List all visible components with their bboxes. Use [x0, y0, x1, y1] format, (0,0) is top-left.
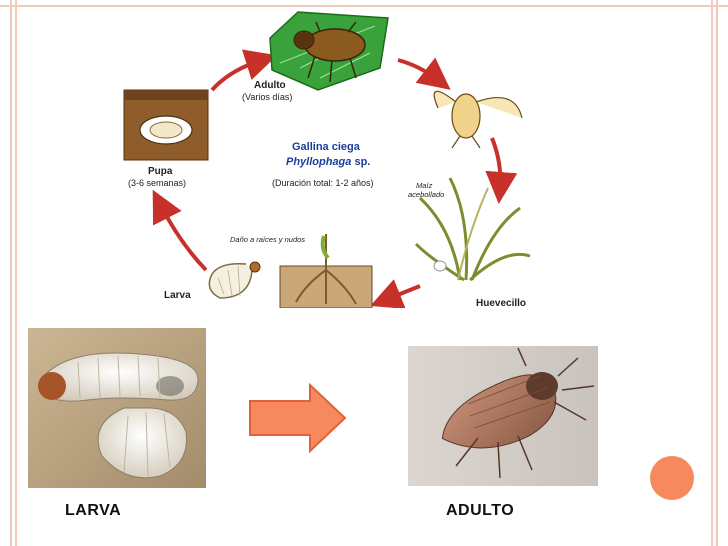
stage-pupa-duration: (3-6 semanas)	[128, 178, 186, 188]
adult-beetle-on-leaf-illustration	[269, 11, 389, 91]
border-line-top	[0, 5, 728, 7]
damaged-roots-illustration	[279, 234, 373, 308]
diagram-total-duration: (Duración total: 1-2 años)	[272, 178, 374, 188]
larva-photo	[28, 328, 206, 488]
accent-circle	[650, 456, 694, 500]
root-damage-label: Daño a raíces y nudos	[230, 235, 305, 244]
adult-caption: ADULTO	[446, 502, 515, 519]
larva-grub-illustration	[208, 261, 261, 299]
stage-adult-label: Adulto	[254, 80, 286, 91]
border-line-right-outer	[716, 0, 718, 546]
flying-beetle-illustration	[433, 90, 523, 149]
adult-beetle-photo	[408, 346, 598, 486]
cycle-arrow-egg-to-roots	[370, 279, 421, 308]
maize-plant-illustration	[414, 177, 531, 282]
stage-egg-label: Huevecillo	[476, 298, 526, 308]
border-line-left-inner	[15, 0, 17, 546]
diagram-title-common-name: Gallina ciega	[292, 141, 361, 153]
cycle-arrow-adult-to-beetle	[397, 57, 451, 90]
larva-caption: LARVA	[65, 502, 122, 519]
diagram-title-species: Phyllophaga sp.	[286, 156, 370, 168]
stage-larva-label: Larva	[164, 290, 191, 301]
life-cycle-diagram: Adulto (Varios días) Pupa (3-6 semanas) …	[123, 11, 531, 308]
cycle-arrow-pupa-to-adult	[210, 49, 278, 92]
pupa-in-soil-illustration	[123, 89, 209, 161]
stage-pupa-label: Pupa	[148, 166, 173, 177]
border-line-left-outer	[10, 0, 12, 546]
transition-arrow-icon	[249, 383, 347, 453]
cycle-arrow-beetle-to-maize	[485, 137, 518, 204]
cycle-arrow-larva-to-pupa	[152, 189, 208, 272]
stage-adult-duration: (Varios días)	[242, 92, 292, 102]
maize-label-line2: acebollado	[408, 190, 444, 199]
border-line-right-inner	[711, 0, 713, 546]
maize-label-line1: Maíz	[416, 181, 433, 190]
